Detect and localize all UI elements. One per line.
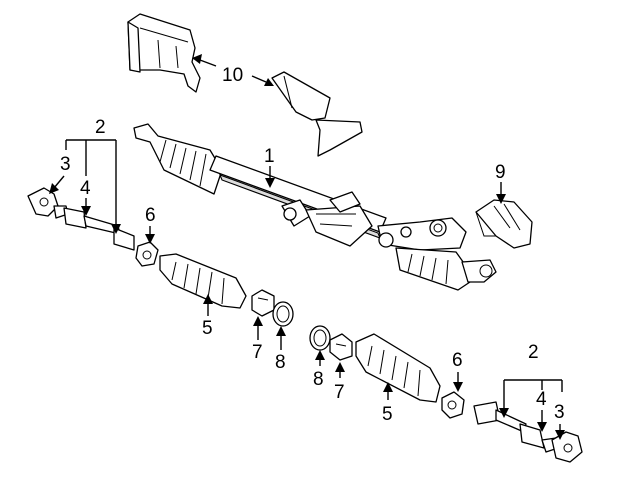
callout-4-right: 4: [536, 389, 547, 410]
callout-6-right: 6: [452, 350, 463, 371]
callout-2-right: 2: [528, 342, 539, 363]
left-bellow-part: [159, 253, 247, 309]
left-tie-rod-part: [63, 207, 135, 251]
left-nut-part: [135, 241, 159, 267]
left-ring-part: [272, 301, 294, 327]
leader-lines: [49, 54, 565, 440]
callout-9: 9: [495, 162, 506, 183]
callout-3-right: 3: [554, 402, 565, 423]
right-clamp-part: [329, 333, 353, 361]
heat-shield-part: [271, 71, 363, 157]
right-bellow-part: [355, 333, 441, 403]
air-duct-part: [127, 13, 201, 93]
callout-6-left: 6: [145, 205, 156, 226]
callout-8-right: 8: [313, 369, 324, 390]
callout-3-left: 3: [60, 154, 71, 175]
callout-5-right: 5: [382, 404, 393, 425]
callout-7-right: 7: [334, 382, 345, 403]
steering-rack-part: [133, 123, 497, 291]
callout-5-left: 5: [202, 318, 213, 339]
right-nut-part: [441, 391, 465, 419]
left-tie-rod-end-part: [27, 187, 69, 219]
callout-4-left: 4: [80, 178, 91, 199]
right-tie-rod-end-part: [541, 431, 583, 463]
right-ring-part: [309, 325, 331, 351]
callout-2-left: 2: [95, 117, 106, 138]
callout-7-left: 7: [252, 342, 263, 363]
callout-1: 1: [264, 146, 275, 167]
boot-cover-part: [475, 199, 533, 249]
callout-8-left: 8: [275, 352, 286, 373]
right-tie-rod-part: [473, 401, 545, 449]
left-clamp-part: [251, 289, 275, 317]
callout-10: 10: [222, 65, 243, 86]
